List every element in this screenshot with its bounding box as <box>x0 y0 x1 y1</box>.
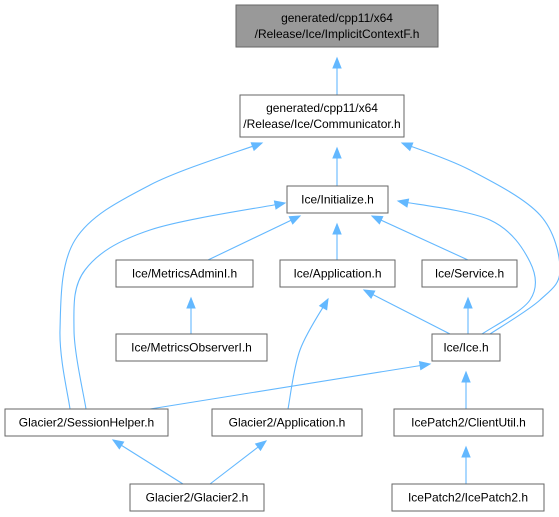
node-icepatch2[interactable]: IcePatch2/IcePatch2.h <box>391 483 545 512</box>
node-label-line: IcePatch2/IcePatch2.h <box>408 491 528 505</box>
node-box <box>421 259 518 288</box>
node-service[interactable]: Ice/Service.h <box>421 259 518 288</box>
node-box <box>129 483 265 512</box>
edge-metricsadmini-to-initialize <box>207 215 301 261</box>
node-label-line: Ice/MetricsObserverI.h <box>131 341 252 355</box>
node-box <box>279 259 396 288</box>
node-initialize[interactable]: Ice/Initialize.h <box>286 185 389 214</box>
node-box <box>431 333 501 362</box>
edge-ice-to-initialize <box>397 200 537 335</box>
arrowhead-glacier2-to-sessionhelper <box>111 439 125 450</box>
node-label-line: /Release/Ice/Communicator.h <box>243 117 400 131</box>
arrowhead-icepatch2-to-clientutil <box>461 445 471 458</box>
arrowhead-clientutil-to-ice <box>461 370 471 383</box>
arrowhead-sessionhelper-to-initialize <box>273 200 287 210</box>
arrowhead-glacier2-to-glacier2application <box>254 440 268 452</box>
arrowhead-metricsadmini-to-initialize <box>288 215 302 225</box>
node-implicitcontextf: generated/cpp11/x64/Release/Ice/Implicit… <box>235 4 439 48</box>
node-label-line: Glacier2/Application.h <box>229 416 346 430</box>
node-box <box>286 185 389 214</box>
edge-ice-to-communicator <box>401 142 559 335</box>
arrowhead-metricsobserveri-to-metricsadmini <box>186 296 196 309</box>
node-label-line: Glacier2/Glacier2.h <box>146 491 249 505</box>
nodes-layer: generated/cpp11/x64/Release/Ice/Implicit… <box>4 4 545 512</box>
node-label-line: /Release/Ice/ImplicitContextF.h <box>255 27 420 41</box>
arrowhead-initialize-to-communicator <box>332 146 342 159</box>
node-label-line: Glacier2/SessionHelper.h <box>19 416 154 430</box>
node-box <box>211 408 363 437</box>
node-ice[interactable]: Ice/Ice.h <box>431 333 501 362</box>
node-application[interactable]: Ice/Application.h <box>279 259 396 288</box>
node-box <box>115 333 268 362</box>
edges-layer <box>59 56 559 485</box>
arrowhead-ice-to-communicator <box>400 142 414 152</box>
node-label-line: Ice/Application.h <box>293 267 381 281</box>
arrowhead-ice-to-service <box>463 296 473 309</box>
edge-sessionhelper-to-initialize <box>73 202 286 410</box>
node-label-line: Ice/MetricsAdminI.h <box>132 267 237 281</box>
edge-glacier2-to-glacier2application <box>209 440 267 485</box>
edge-sessionhelper-to-ice <box>149 363 431 410</box>
arrowhead-communicator-to-implicitcontextf <box>332 56 342 69</box>
node-label-line: IcePatch2/ClientUtil.h <box>411 416 526 430</box>
arrowhead-sessionhelper-to-ice <box>418 360 432 371</box>
node-metricsobserveri[interactable]: Ice/MetricsObserverI.h <box>115 333 268 362</box>
arrowhead-ice-to-application <box>362 289 376 300</box>
node-communicator[interactable]: generated/cpp11/x64/Release/Ice/Communic… <box>239 94 405 138</box>
arrowhead-ice-to-initialize <box>396 198 410 208</box>
node-label-line: generated/cpp11/x64 <box>266 101 378 115</box>
edge-service-to-initialize <box>371 215 469 261</box>
node-label-line: Ice/Service.h <box>435 267 504 281</box>
edge-glacier2application-to-application <box>287 298 329 410</box>
arrowhead-application-to-initialize <box>332 222 342 235</box>
node-box <box>391 483 545 512</box>
node-clientutil[interactable]: IcePatch2/ClientUtil.h <box>393 408 544 437</box>
node-box <box>4 408 169 437</box>
node-sessionhelper[interactable]: Glacier2/SessionHelper.h <box>4 408 169 437</box>
node-box <box>235 4 439 48</box>
arrowhead-glacier2application-to-application <box>318 297 329 311</box>
node-metricsadmini[interactable]: Ice/MetricsAdminI.h <box>115 259 254 288</box>
node-glacier2[interactable]: Glacier2/Glacier2.h <box>129 483 265 512</box>
node-glacier2application[interactable]: Glacier2/Application.h <box>211 408 363 437</box>
edge-ice-to-application <box>363 289 451 335</box>
node-label-line: Ice/Initialize.h <box>301 193 374 207</box>
edge-sessionhelper-to-communicator <box>59 142 263 410</box>
node-box <box>115 259 254 288</box>
node-box <box>239 94 405 138</box>
node-box <box>393 408 544 437</box>
edge-glacier2-to-sessionhelper <box>112 439 184 485</box>
node-label-line: generated/cpp11/x64 <box>281 11 393 25</box>
arrowhead-service-to-initialize <box>370 215 384 225</box>
node-label-line: Ice/Ice.h <box>443 341 488 355</box>
arrowhead-sessionhelper-to-communicator <box>250 142 264 152</box>
